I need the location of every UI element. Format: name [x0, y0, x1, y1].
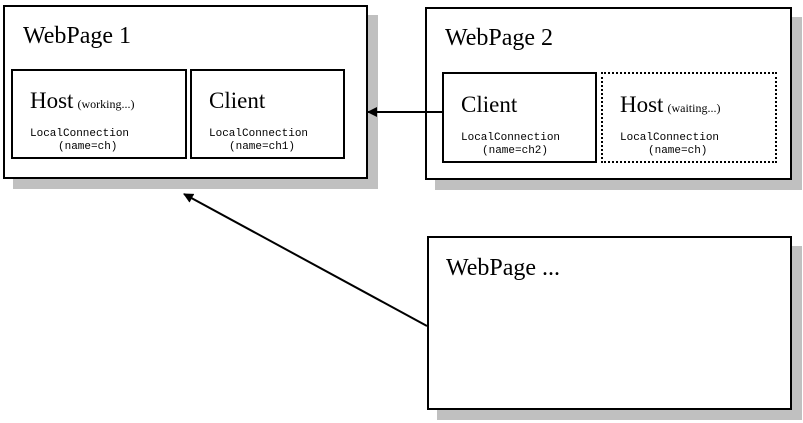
webpage-2-client-box: Client LocalConnection (name=ch2) — [442, 72, 597, 163]
webpage-1-host-status: (working...) — [77, 97, 135, 111]
webpage-2-host-title: Host — [620, 92, 664, 117]
webpage-2-client-lc-name: (name=ch2) — [482, 145, 549, 157]
webpage-2-client-lc-label: LocalConnection — [461, 132, 561, 144]
webpage-2-host-title-line: Host(waiting...) — [620, 93, 720, 120]
webpage-1-client-title: Client — [209, 88, 266, 113]
webpage-1-client-lc-name: (name=ch1) — [229, 141, 296, 153]
webpage-2-panel: WebPage 2 Client LocalConnection (name=c… — [425, 7, 792, 180]
webpage-2-host-status: (waiting...) — [667, 101, 721, 115]
webpage-2-host-box: Host(waiting...) LocalConnection (name=c… — [601, 72, 777, 163]
webpage-1-client-lc-label: LocalConnection — [209, 128, 309, 140]
webpage-2-host-lc-label: LocalConnection — [620, 132, 720, 144]
webpage-1-panel: WebPage 1 Host(working...) LocalConnecti… — [3, 5, 368, 179]
webpage-more-title: WebPage ... — [446, 255, 561, 281]
webpage-1-host-lc-name: (name=ch) — [58, 141, 118, 153]
webpage-2-client-title: Client — [461, 92, 518, 117]
webpage-1-client-box: Client LocalConnection (name=ch1) — [190, 69, 345, 159]
webpage-2-title: WebPage 2 — [445, 25, 554, 51]
webpage-1-host-box: Host(working...) LocalConnection (name=c… — [11, 69, 187, 159]
webpage-2-host-lc-name: (name=ch) — [648, 145, 708, 157]
webpage-1-host-title: Host — [30, 88, 74, 113]
webpage-1-host-title-line: Host(working...) — [30, 89, 134, 116]
arrow-webpage-more-to-webpage1 — [183, 193, 428, 327]
webpage-1-host-lc-label: LocalConnection — [30, 128, 130, 140]
webpage-more-panel: WebPage ... — [427, 236, 792, 410]
webpage-1-title: WebPage 1 — [23, 23, 132, 49]
